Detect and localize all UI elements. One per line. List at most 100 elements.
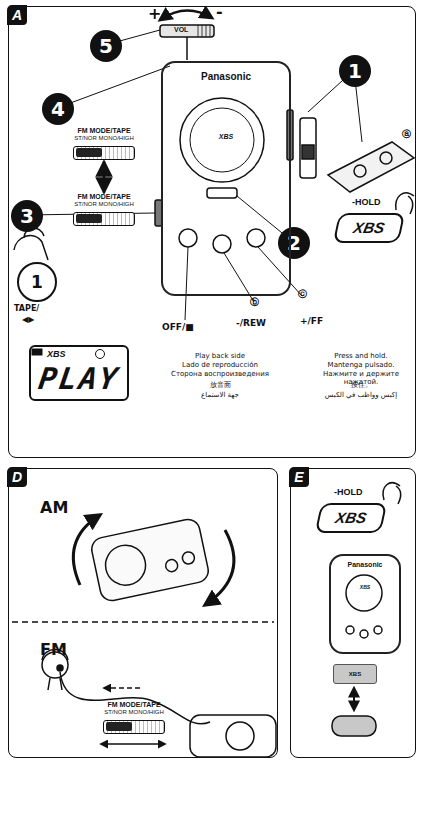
key bbox=[346, 626, 354, 634]
hand bbox=[396, 193, 414, 214]
earphone-wire bbox=[60, 672, 210, 724]
player-partial bbox=[190, 715, 276, 757]
cassette-reel bbox=[354, 165, 366, 177]
note: Press and hold. bbox=[306, 352, 416, 360]
display-ring bbox=[346, 575, 382, 611]
switch-knob bbox=[106, 722, 132, 731]
callout-circle: 3 bbox=[11, 200, 43, 232]
rew-key bbox=[213, 235, 231, 253]
switch-positions: ST/NOR MONO/HIGH bbox=[84, 709, 184, 716]
callout-number: 4 bbox=[42, 93, 74, 125]
lcd-indicator: XBS bbox=[47, 349, 66, 359]
xbs-mark: XBS bbox=[331, 584, 399, 590]
note: Lado de reproducción bbox=[145, 361, 295, 369]
off-key bbox=[179, 229, 197, 247]
panel-frame: A54132FM MODE/TAPEST/NOR MONO/HIGHFM MOD… bbox=[8, 6, 416, 458]
button-name: +/FF bbox=[300, 316, 323, 326]
mode-switch: FM MODE/TAPEST/NOR MONO/HIGH bbox=[84, 701, 184, 735]
display-swatch-blank bbox=[332, 716, 376, 736]
divider bbox=[12, 621, 274, 623]
note: Сторона воспроизведения bbox=[145, 370, 295, 378]
knob-stem bbox=[186, 37, 188, 60]
switch-slider bbox=[73, 146, 135, 160]
cassette bbox=[328, 142, 414, 192]
lcd-readout: PLAY bbox=[37, 361, 122, 396]
note: جهة الاستماع bbox=[145, 391, 295, 399]
direction-symbol: ◀▶ bbox=[22, 315, 34, 324]
callout-circle: 1 bbox=[339, 55, 371, 87]
callout-number: 5 bbox=[90, 30, 122, 62]
sign: + bbox=[148, 4, 161, 23]
xbs-key bbox=[207, 188, 237, 198]
key bbox=[181, 551, 195, 565]
display-ring bbox=[180, 98, 264, 182]
listener-neck bbox=[48, 678, 62, 690]
button-label: XBS bbox=[315, 503, 387, 533]
panel-frame: E-HOLDXBSPanasonicXBSXBS bbox=[290, 468, 416, 758]
slide-arrow bbox=[101, 743, 165, 745]
switch-knob bbox=[76, 214, 102, 223]
panel-letter: E bbox=[289, 467, 309, 487]
xbs-indicator: XBS bbox=[334, 665, 376, 683]
button-name: TAPE/ bbox=[14, 304, 39, 313]
part-marker: ⓑ bbox=[250, 296, 259, 309]
mode-switch: FM MODE/TAPEST/NOR MONO/HIGH bbox=[54, 127, 154, 161]
band-name: FM bbox=[40, 640, 67, 659]
button-label: XBS bbox=[333, 213, 405, 243]
mode-switch: FM MODE/TAPEST/NOR MONO/HIGH bbox=[54, 193, 154, 227]
key bbox=[374, 626, 382, 634]
control-name: VOL bbox=[174, 26, 188, 33]
hold-label: -HOLD bbox=[352, 197, 381, 207]
hold-slider-knob bbox=[302, 145, 314, 159]
toggle-arrow bbox=[353, 688, 355, 710]
display-ring bbox=[226, 722, 254, 750]
xbs-hold-button: -HOLD XBS bbox=[334, 197, 409, 257]
earphone bbox=[57, 665, 63, 671]
callout-circle: 5 bbox=[90, 30, 122, 62]
display-ring bbox=[102, 541, 149, 588]
switch-slider bbox=[103, 720, 165, 734]
hand bbox=[383, 483, 401, 504]
key bbox=[165, 559, 179, 573]
brand-name: Panasonic bbox=[163, 71, 289, 82]
band-name: AM bbox=[40, 498, 68, 517]
button-name: -/REW bbox=[236, 318, 266, 328]
hold-slider bbox=[300, 118, 316, 178]
part-marker: ⓒ bbox=[298, 288, 307, 301]
note: إكبس وواظب في الكبس bbox=[306, 391, 416, 399]
callout-number: 3 bbox=[11, 200, 43, 232]
callout-circle: 4 bbox=[42, 93, 74, 125]
switch-label: FM MODE/TAPE bbox=[54, 127, 154, 135]
switch-positions: ST/NOR MONO/HIGH bbox=[54, 201, 154, 208]
cassette-reel bbox=[380, 152, 392, 164]
tape-button: 1 bbox=[17, 262, 57, 302]
note: 按住。 bbox=[306, 380, 416, 390]
switch-label: FM MODE/TAPE bbox=[84, 701, 184, 709]
player-rotating bbox=[90, 517, 211, 602]
part-marker: ⓐ bbox=[402, 128, 411, 141]
player-body: PanasonicXBS bbox=[161, 61, 291, 296]
battery-icon bbox=[32, 349, 42, 355]
switch-label: FM MODE/TAPE bbox=[54, 193, 154, 201]
note: Play back side bbox=[145, 352, 295, 360]
sign: - bbox=[216, 2, 223, 21]
display-window bbox=[190, 108, 254, 172]
callout-number: 2 bbox=[278, 227, 310, 259]
rotate-arrow bbox=[73, 515, 100, 585]
rotate-arrow bbox=[205, 530, 234, 605]
panel-letter: A bbox=[7, 5, 27, 25]
callout-number: 1 bbox=[339, 55, 371, 87]
button-name: OFF/■ bbox=[162, 322, 194, 332]
xbs-mark: XBS bbox=[163, 133, 289, 140]
volume-knob bbox=[160, 25, 214, 37]
xbs-hold-button: -HOLDXBS bbox=[316, 487, 391, 547]
leader-line bbox=[26, 30, 362, 320]
hand bbox=[14, 228, 48, 260]
switch-slider bbox=[73, 212, 135, 226]
connector-arrow bbox=[103, 161, 106, 193]
side-icon bbox=[96, 350, 105, 359]
button-label: 1 bbox=[19, 264, 55, 300]
lcd-display: XBS PLAY bbox=[29, 345, 129, 401]
note: 放音面 bbox=[145, 380, 295, 390]
